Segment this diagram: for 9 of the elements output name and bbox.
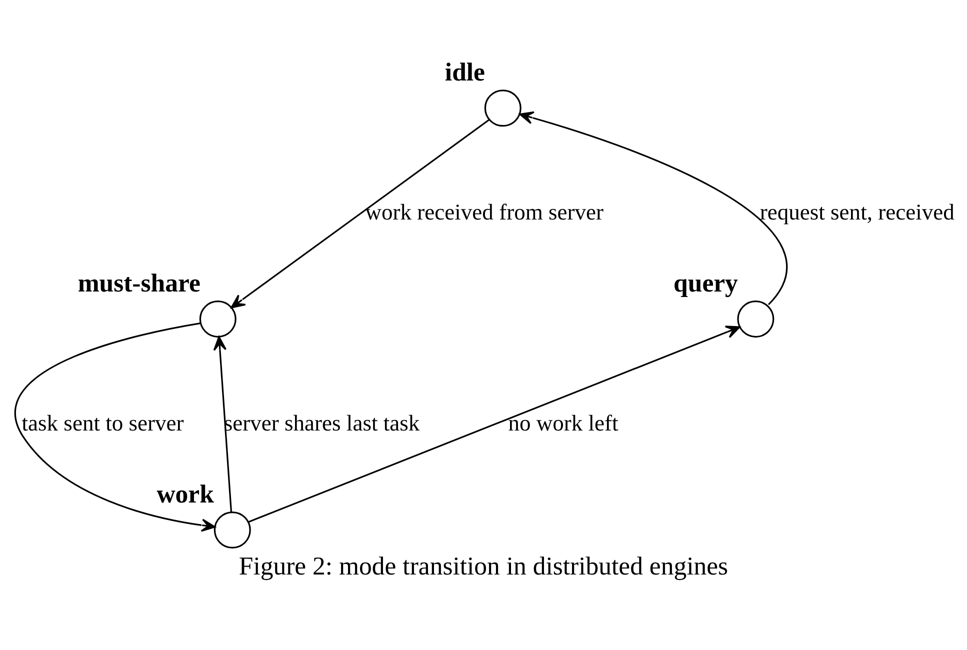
edge-label: work received from server [365, 199, 604, 224]
node-label: query [674, 268, 738, 297]
node-label: work [156, 478, 214, 508]
edge-label: request sent, received [760, 199, 954, 224]
edge-label: task sent to server [22, 410, 184, 435]
node-label: idle [444, 56, 485, 86]
caption: Figure 2: mode transition in distributed engines [238, 551, 728, 580]
edge-label: no work left [508, 410, 618, 435]
node-label: must-share [78, 268, 200, 297]
